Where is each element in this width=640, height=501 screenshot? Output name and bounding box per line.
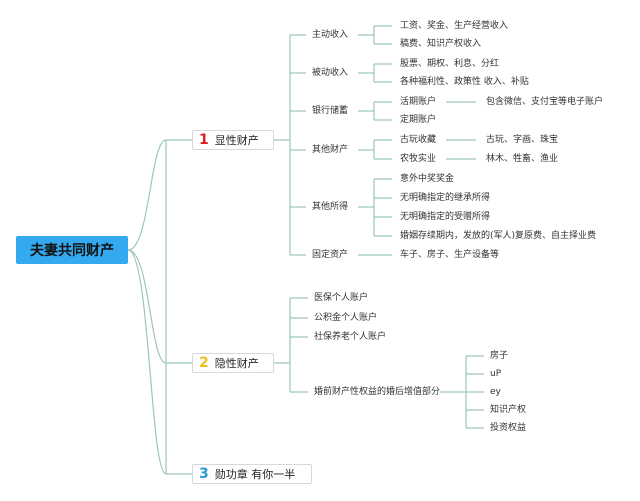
node-other-gains[interactable]: 其他所得 [312, 202, 349, 212]
node-leaf[interactable]: 车子、房子、生产设备等 [400, 250, 500, 260]
node-leaf[interactable]: 知识产权 [490, 405, 527, 415]
node-fixed-assets[interactable]: 固定资产 [312, 250, 349, 260]
node-leaf[interactable]: 定期账户 [400, 115, 437, 125]
node-leaf[interactable]: 古玩收藏 [400, 135, 437, 145]
category-label: 显性财产 [214, 134, 259, 147]
node-housing-fund-account[interactable]: 公积金个人账户 [314, 313, 378, 323]
node-other-assets[interactable]: 其他财产 [312, 145, 349, 155]
node-medical-account[interactable]: 医保个人账户 [314, 293, 369, 303]
root-node[interactable]: 夫妻共同财产 [16, 236, 128, 264]
node-leaf[interactable]: 包含微信、支付宝等电子账户 [486, 97, 604, 107]
category-label: 隐性财产 [214, 357, 259, 370]
node-premarital-appreciation[interactable]: 婚前财产性权益的婚后增值部分 [314, 387, 441, 397]
node-active-income[interactable]: 主动收入 [312, 30, 349, 40]
node-leaf[interactable]: ey [490, 387, 501, 397]
node-leaf[interactable]: 古玩、字画、珠宝 [486, 135, 559, 145]
node-passive-income[interactable]: 被动收入 [312, 68, 349, 78]
node-leaf[interactable]: uP [490, 369, 502, 379]
node-leaf[interactable]: 林木、牲畜、渔业 [486, 154, 559, 164]
node-savings[interactable]: 银行储蓄 [312, 106, 349, 116]
category-explicit-assets[interactable]: 1 显性财产 [192, 130, 274, 150]
node-leaf[interactable]: 房子 [490, 351, 509, 361]
node-leaf[interactable]: 农牧实业 [400, 154, 437, 164]
category-number: 2 [199, 355, 209, 371]
node-pension-account[interactable]: 社保养老个人账户 [314, 332, 387, 342]
node-leaf[interactable]: 意外中奖奖金 [400, 174, 455, 184]
node-leaf[interactable]: 无明确指定的受赠所得 [400, 212, 491, 222]
node-leaf[interactable]: 无明确指定的继承所得 [400, 193, 491, 203]
node-leaf[interactable]: 股票、期权、利息、分红 [400, 59, 500, 69]
node-leaf[interactable]: 投资权益 [490, 423, 527, 433]
node-leaf[interactable]: 各种福利性、政策性 收入、补贴 [400, 77, 529, 87]
node-leaf[interactable]: 稿费、知识产权收入 [400, 39, 482, 49]
category-medal[interactable]: 3 勋功章 有你一半 [192, 464, 312, 484]
node-leaf[interactable]: 活期账户 [400, 97, 437, 107]
node-leaf[interactable]: 婚姻存续期内，发放的(军人)复原费、自主择业费 [400, 231, 597, 241]
category-number: 3 [199, 466, 209, 482]
node-leaf[interactable]: 工资、奖金、生产经营收入 [400, 21, 509, 31]
category-hidden-assets[interactable]: 2 隐性财产 [192, 353, 274, 373]
category-number: 1 [199, 132, 209, 148]
category-label: 勋功章 有你一半 [214, 468, 296, 481]
